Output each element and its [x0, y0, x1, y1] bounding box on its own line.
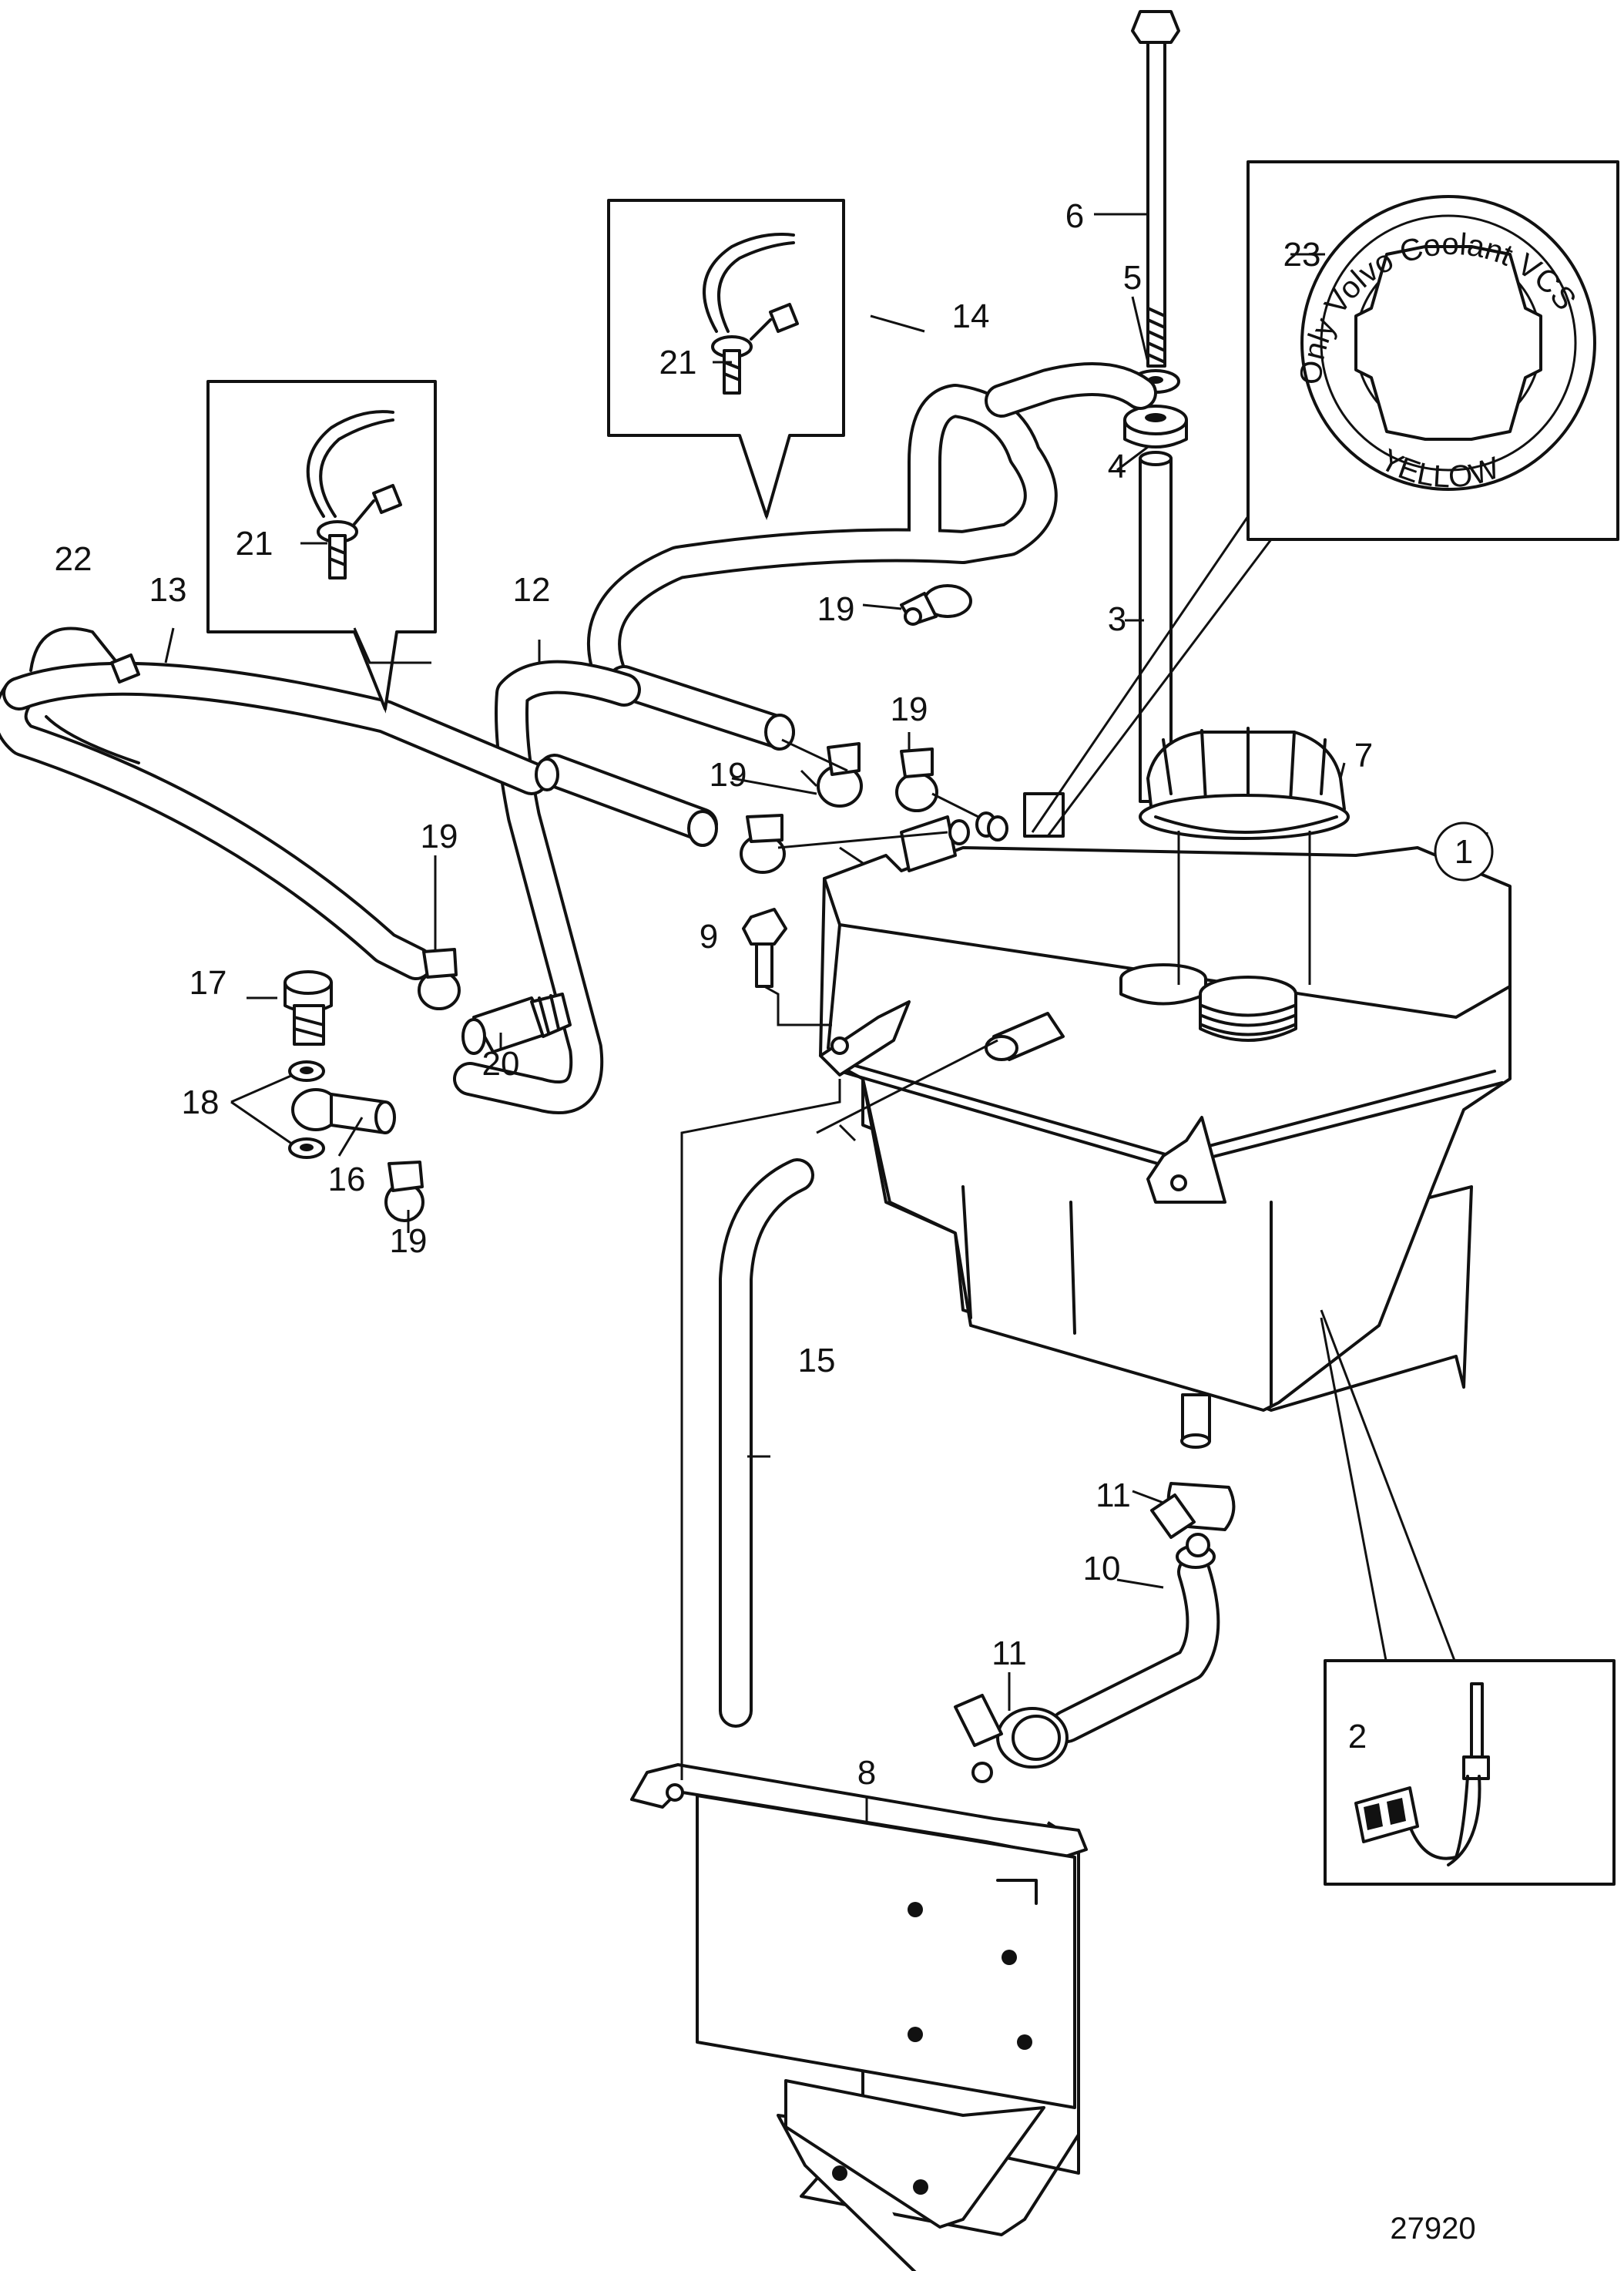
callout-5: 5	[1123, 259, 1142, 297]
callout-9: 9	[700, 918, 718, 956]
bolt-9	[742, 908, 832, 1026]
hose-14	[587, 362, 1157, 751]
figure-number: 27920	[1390, 2212, 1475, 2246]
callout-11-lower: 11	[992, 1634, 1027, 1672]
callout-17: 17	[190, 964, 227, 1002]
leader-lines	[164, 213, 1488, 1823]
ref-lines	[680, 1039, 998, 1780]
callout-19-d: 19	[421, 818, 458, 855]
callout-2: 2	[1348, 1718, 1367, 1755]
banjo-bolt-17	[284, 970, 333, 1046]
clamp-19-c	[895, 747, 938, 812]
inset-tie-21-left	[206, 380, 437, 714]
callout-14: 14	[952, 297, 990, 335]
callout-22: 22	[55, 540, 92, 578]
callout-15: 15	[798, 1342, 836, 1379]
callout-16: 16	[328, 1161, 366, 1198]
callout-13: 13	[149, 571, 187, 609]
callout-20: 20	[482, 1045, 520, 1083]
callout-3: 3	[1108, 600, 1126, 638]
filler-cap-7	[1139, 727, 1350, 985]
hose-13	[0, 661, 559, 980]
cable-tie-22	[29, 627, 140, 764]
inset-tie-21-upper	[607, 199, 845, 521]
nipple-20	[461, 993, 572, 1055]
banjo-fitting-16	[291, 1088, 396, 1134]
callout-21-upper: 21	[659, 344, 697, 381]
callout-4: 4	[1108, 448, 1126, 485]
tank-fittings	[777, 738, 1008, 849]
clamp-19-a	[900, 584, 972, 626]
callout-19-c: 19	[710, 756, 747, 794]
clamp-11-upper	[1150, 1482, 1236, 1557]
inset-sensor-2	[1320, 1309, 1616, 1886]
spacer-4	[1123, 405, 1188, 448]
inset-cap-23: Only Volvo Coolant VCS YELLOW	[1031, 160, 1619, 837]
callout-18: 18	[182, 1083, 220, 1121]
hose-15	[719, 1158, 814, 1728]
expansion-tank	[819, 792, 1512, 1449]
clamp-11-lower	[954, 1694, 1069, 1783]
callout-10: 10	[1083, 1550, 1121, 1587]
clamp-19-b	[817, 742, 863, 808]
callout-23: 23	[1283, 236, 1321, 274]
callout-7: 7	[1354, 737, 1373, 774]
callout-19-a: 19	[817, 590, 855, 628]
clamp-19-f	[384, 1161, 424, 1222]
callout-6: 6	[1065, 197, 1084, 235]
callout-12: 12	[513, 571, 551, 609]
callout-1: 1	[1455, 833, 1473, 871]
clamp-19-e	[418, 948, 461, 1010]
sealing-washers-18	[288, 1060, 325, 1159]
callout-21-left: 21	[236, 525, 273, 563]
callout-19-e: 19	[390, 1222, 428, 1260]
bolt-6	[1131, 10, 1180, 368]
callout-19-b: 19	[891, 690, 928, 728]
callout-8: 8	[857, 1754, 876, 1792]
callouts: 1 2 3 4 5 6 7 8 9 10 11 11 12 13 14 15 1…	[55, 197, 1494, 1792]
mounting-bracket	[630, 1763, 1088, 2271]
hose-12	[453, 660, 718, 1114]
callout-11-upper: 11	[1096, 1476, 1131, 1514]
clamp-19-d	[740, 814, 786, 874]
